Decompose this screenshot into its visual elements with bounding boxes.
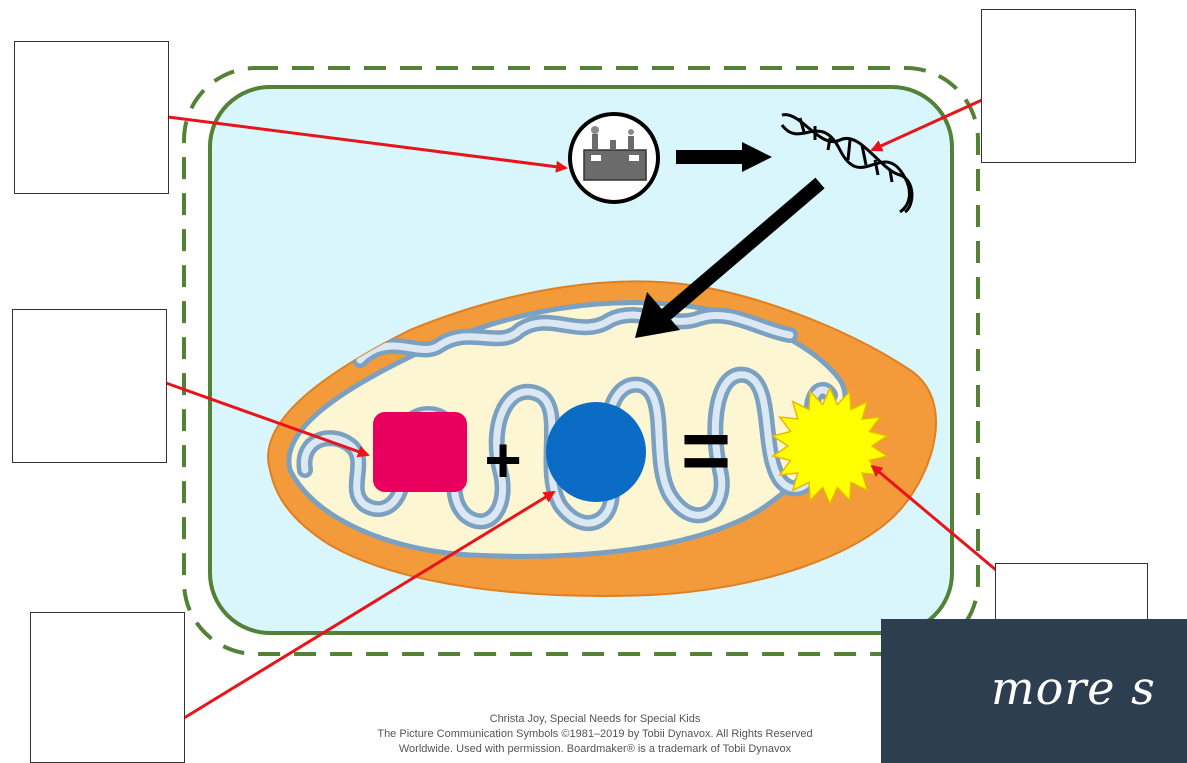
more-banner[interactable]: more s — [881, 619, 1187, 763]
factory-icon — [570, 114, 658, 202]
credits-line-1: Christa Joy, Special Needs for Special K… — [300, 712, 890, 727]
plus-sign: + — [484, 424, 521, 496]
label-box-bottom-left[interactable] — [30, 612, 185, 763]
credits-line-3: Worldwide. Used with permission. Boardma… — [300, 742, 890, 757]
credits-text: Christa Joy, Special Needs for Special K… — [300, 712, 890, 757]
pink-square-icon — [373, 412, 467, 492]
credits-line-2: The Picture Communication Symbols ©1981–… — [300, 727, 890, 742]
label-box-middle-left[interactable] — [12, 309, 167, 463]
equals-sign: = — [681, 403, 731, 499]
blue-circle-icon — [546, 402, 646, 502]
label-box-top-left[interactable] — [14, 41, 169, 194]
banner-text: more s — [991, 661, 1156, 715]
label-box-top-right[interactable] — [981, 9, 1136, 163]
